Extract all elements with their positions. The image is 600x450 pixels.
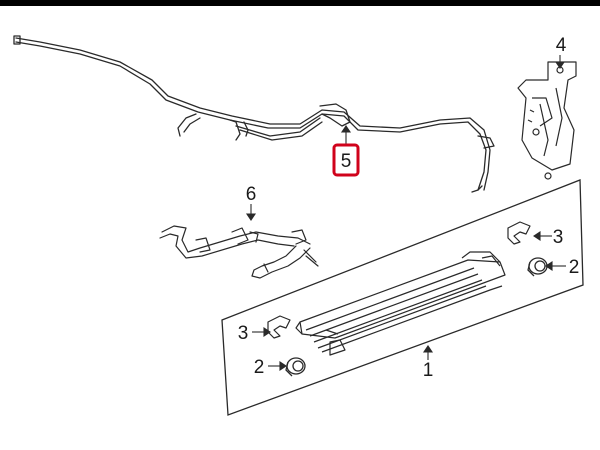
cooler-panel: [221, 179, 584, 416]
grommet-part-lower: [285, 357, 306, 377]
cooler-line-upper: [13, 35, 495, 193]
callout-label-3-upper: 3: [553, 227, 564, 248]
oil-cooler: [295, 251, 506, 356]
callout-label-2-upper: 2: [569, 257, 580, 278]
cooler-hose-lower: [159, 225, 319, 279]
highlight-box: [332, 143, 360, 177]
clip-part-lower: [267, 315, 291, 339]
callout-label-2-lower: 2: [254, 357, 265, 378]
callout-labels: 1 2 2 3 3 4 5 6: [238, 35, 580, 381]
callout-label-3-lower: 3: [238, 323, 249, 344]
leader-arrows: [245, 55, 566, 372]
bracket: [517, 61, 577, 180]
clip-part-upper: [507, 221, 531, 245]
callout-label-4: 4: [556, 35, 567, 56]
top-bar: [0, 0, 600, 6]
grommet-part-upper: [527, 257, 548, 277]
callout-label-5: 5: [341, 151, 352, 172]
callout-label-1: 1: [423, 360, 434, 381]
callout-label-6: 6: [246, 184, 257, 205]
